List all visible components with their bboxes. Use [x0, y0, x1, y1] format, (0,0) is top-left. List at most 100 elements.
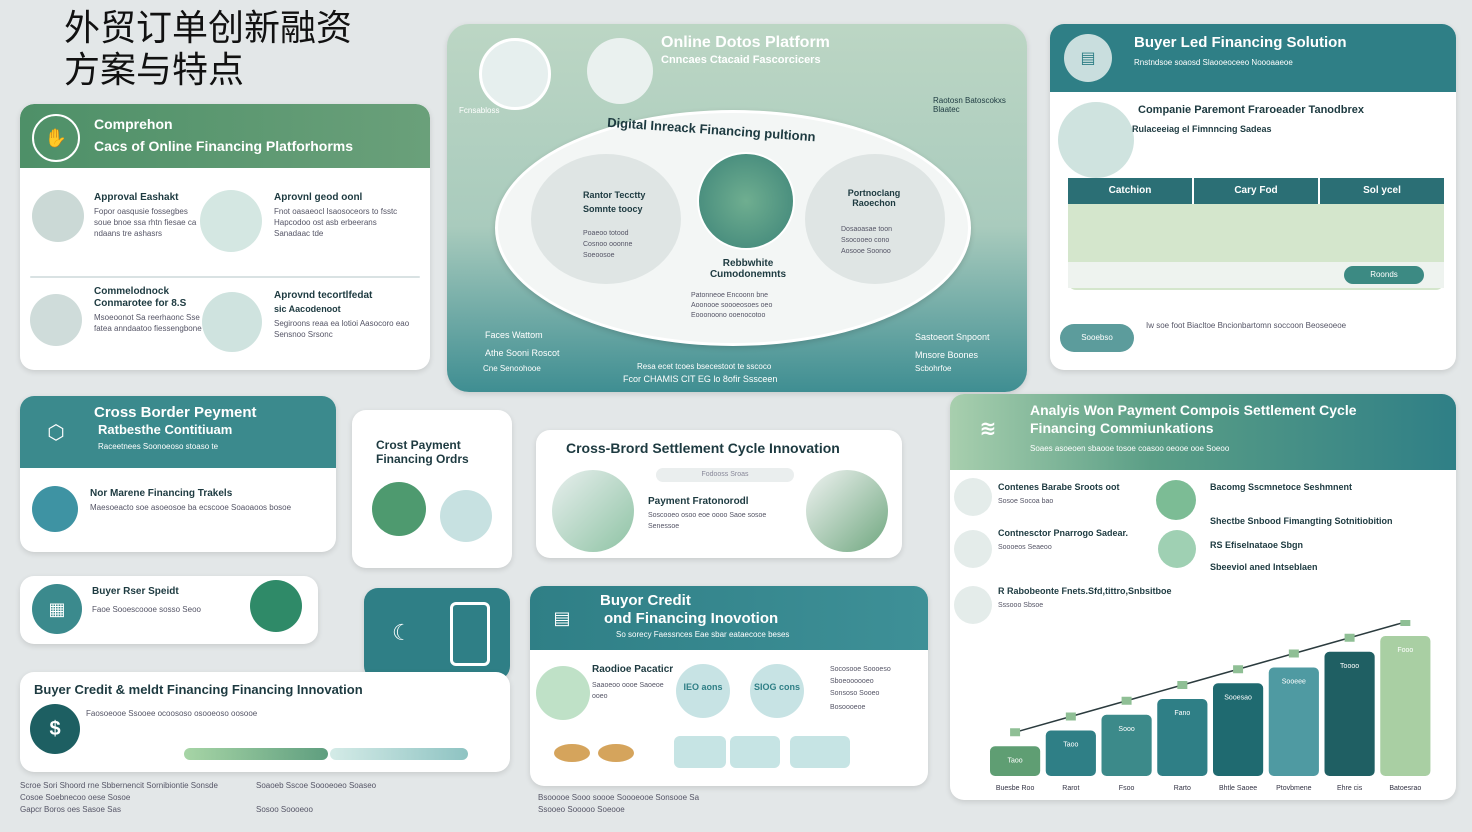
footer-text: Ssooeo Sooooo Soeooe: [538, 805, 625, 814]
left-bubble-item: Cosnoo ooonne: [583, 241, 633, 248]
bottom-right-text: Mnsore Boones: [915, 350, 979, 360]
buyer-led-section-title: Companie Paremont Fraroeader Tanodbrex: [1138, 104, 1364, 116]
globe-icon: [250, 580, 302, 632]
buyer-credit-small-title: Buyer Credit & meldt Financing Financing…: [34, 682, 363, 697]
analysis-left-title: Contnesctor Pnarrogo Sadear.: [998, 528, 1129, 538]
footer-text: Sosoo Soooeoo: [256, 805, 313, 814]
shield-icon: [1058, 102, 1134, 178]
comparison-item-subtitle: sic Aacodenoot: [274, 304, 341, 314]
list-item: Socosooe Soooeso: [830, 666, 891, 673]
cross-border-header: ⬡ Cross Border Peyment Ratbesthe Contiti…: [20, 396, 336, 468]
left-bubble: [531, 154, 681, 284]
buyer-credit-big-header: ▤ Buyor Credit ond Financing Inovotion S…: [530, 586, 928, 650]
footer-text: Bsooooe Sooo soooe Soooeooe Sonsooe Sa: [538, 793, 700, 802]
chart-value-label: Fano: [1174, 710, 1190, 717]
cross-payment-title: Crost Payment Financing Ordrs: [376, 438, 469, 466]
shield-green-icon: [1158, 530, 1196, 568]
buyer-profit-text: Faoe Sooescoooe sosso Seoo: [92, 605, 201, 614]
comparison-item-title: Aprovnd tecortlfedat: [274, 290, 373, 301]
center-item: Patonneoe Encoonn bne: [691, 292, 769, 299]
analysis-left-text: Soooeos Seaeoo: [998, 544, 1052, 551]
money-icon: ≋: [979, 417, 997, 440]
buyer-profit-title: Buyer Rser Speidt: [92, 586, 179, 597]
platform-card: Online Dotos Platform Cnncaes Ctacaid Fa…: [447, 24, 1027, 392]
center-label: Rebbwhite Cumodonemnts: [709, 258, 787, 280]
document-icon: [200, 190, 262, 252]
bottom-left-text: Faces Wattom: [485, 330, 543, 340]
right-sphere: [806, 470, 888, 552]
action-button[interactable]: Roonds: [1344, 266, 1424, 284]
badge-label: SIOG cons: [753, 682, 800, 692]
cross-border-item-text: Maesoeacto soe asoeosoe ba ecscooe Soaoa…: [90, 503, 292, 512]
bowl-icon: [372, 482, 426, 536]
tools-icon: [30, 294, 82, 346]
chart-category-label: Bhtle Saoee: [1219, 785, 1257, 792]
chart-bar: [1268, 667, 1319, 776]
footer-text: Soaoeb Sscoe Soooeoeo Soaseo: [256, 781, 377, 790]
buyer-credit-small-text: Faosoeooe Ssooee ocoososo osooeoso oosoo…: [86, 709, 258, 718]
buyer-led-subtitle: Rnstndsoe soaosd Slaooeoceeo Noooaaeoe: [1134, 58, 1293, 67]
comparison-header: ✋ Comprehon Cacs of Online Financing Pla…: [20, 104, 430, 168]
cross-payment-card: Crost Payment Financing Ordrs: [352, 410, 512, 568]
right-bubble-item: Dosaoasae toon: [841, 226, 892, 233]
buyer-credit-big-desc: So sorecy Faessnces Eae sbar eataecoce b…: [616, 630, 790, 639]
piggy-icon: [536, 666, 590, 720]
settlement-item-text: Soscooeo osoo eoe oooo Saoe sosoe Seness…: [648, 512, 767, 530]
page-title: 外贸订单创新融资方案与特点: [64, 8, 353, 91]
cross-border-desc: Raceetnees Soonoeoso stoaso te: [98, 442, 219, 451]
chart-bar: [1157, 699, 1208, 776]
cross-border-subtitle: Ratbesthe Contitiuam: [98, 422, 233, 437]
comparison-item-title: Commelodnock: [94, 286, 170, 297]
shield-green-icon: [1156, 480, 1196, 520]
chart-category-label: Batoesrao: [1389, 785, 1421, 792]
badge-circle: [750, 664, 804, 718]
chart-trend-line: [1014, 621, 1406, 733]
building-icon: [730, 736, 780, 768]
clipboard-icon: ▤: [1064, 34, 1112, 82]
list-item: Bosoooeoe: [830, 704, 866, 711]
handshake-icon: ✋: [32, 114, 80, 162]
footer-text: Gapcr Boros oes Sasoe Sas: [20, 805, 121, 814]
coin-icon: [554, 744, 590, 762]
list-item: Sonsoso Sooeo: [830, 690, 880, 697]
buyer-led-header: ▤ Buyer Led Financing Solution Rnstndsoe…: [1050, 24, 1456, 92]
chart-value-label: Sooeee: [1282, 679, 1306, 686]
platform-title: Online Dotos Platform: [661, 34, 830, 51]
footer-text: Scroe Sori Shoord rne Sbbernencit Sornib…: [20, 781, 218, 790]
chart-value-label: Toooo: [1340, 663, 1359, 670]
coin-icon: [598, 744, 634, 762]
platform-right-label: Raotosn Batoscokxs Blaatec: [933, 96, 1006, 114]
dollar-icon: $: [30, 704, 80, 754]
comparison-subtitle: Cacs of Online Financing Platforhorms: [94, 138, 354, 154]
comparison-title: Comprehon: [94, 116, 173, 132]
globe-icon: [32, 486, 78, 532]
analysis-left-title: Contenes Barabe Sroots oot: [998, 482, 1120, 492]
badge-label: IEO aons: [683, 682, 723, 692]
right-bubble-item: Aosooe Soonoo: [841, 248, 891, 255]
table-column-header: Sol ycel: [1318, 178, 1444, 204]
document-stack-icon: ▤: [553, 607, 571, 628]
settlement-title: Cross-Brord Settlement Cycle Innovation: [566, 440, 840, 456]
comparison-item-text: Fnot oasaeocl Isaosoceors to fsstc Hapco…: [274, 207, 398, 238]
chart-bar: [1324, 651, 1375, 776]
center-item: Eooonoono ooenocotoo: [691, 312, 766, 319]
analysis-desc: Soaes asoeoen sbaooe tosoe coasoo oeooe …: [1030, 444, 1230, 453]
chart-point: [1065, 712, 1076, 721]
buyer-credit-big-card: ▤ Buyor Credit ond Financing Inovotion S…: [530, 586, 928, 786]
chart-point: [1400, 620, 1411, 626]
buyer-credit-big-title: Buyor Credit: [600, 592, 691, 609]
analysis-subtitle: Financing Commiunkations: [1030, 420, 1214, 436]
buyer-credit-big-title2: ond Financing Inovotion: [604, 610, 779, 627]
table-column-header: Catchion: [1108, 185, 1152, 196]
platform-footer: Resa ecet tcoes bsecestoot te sscoco: [637, 362, 772, 371]
cross-border-title: Cross Border Peyment: [94, 404, 257, 421]
progress-bar: [184, 748, 328, 760]
phone-card: ☾: [364, 588, 510, 680]
right-bubble-item: Ssocooeo cono: [841, 237, 890, 244]
chart-point: [1344, 633, 1355, 642]
building-icon: [790, 736, 850, 768]
analysis-right-title: RS Efiselnataoe Sbgn: [1210, 540, 1304, 550]
chart-value-label: Sooesao: [1224, 694, 1252, 701]
settlement-item-title: Payment Fratonorodl: [648, 496, 749, 507]
